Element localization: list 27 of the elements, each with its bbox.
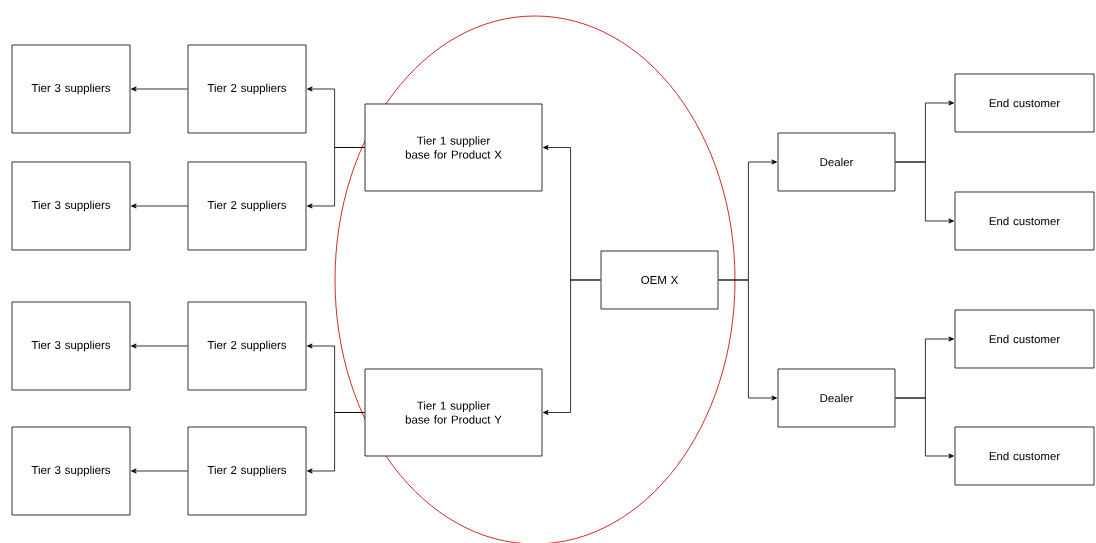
arrow xyxy=(718,279,777,401)
arrow xyxy=(895,397,954,459)
process-box: Tier 2 suppliers xyxy=(187,426,307,516)
process-box: Dealer xyxy=(777,132,896,192)
process-box: OEM X xyxy=(600,250,719,310)
arrow xyxy=(131,86,188,92)
process-box: Dealer xyxy=(777,368,896,428)
arrow xyxy=(131,203,188,209)
process-box: Tier 2 suppliers xyxy=(187,44,307,134)
process-box: Tier 3 suppliers xyxy=(11,301,131,391)
process-box: End customer xyxy=(954,309,1095,369)
arrow xyxy=(307,412,365,474)
process-box: Tier 2 suppliers xyxy=(187,161,307,251)
process-box: End customer xyxy=(954,191,1095,251)
process-box: End customer xyxy=(954,73,1095,133)
process-box: Tier 3 suppliers xyxy=(11,426,131,516)
process-box: Tier 1 supplier base for Product X xyxy=(364,103,543,192)
arrow xyxy=(895,161,954,224)
process-box: Tier 3 suppliers xyxy=(11,44,131,134)
process-box: Tier 3 suppliers xyxy=(11,161,131,251)
arrow xyxy=(131,468,188,474)
arrow xyxy=(307,147,365,209)
arrow xyxy=(131,343,188,349)
arrow xyxy=(543,279,601,415)
process-box: Tier 1 supplier base for Product Y xyxy=(364,368,543,457)
process-box: Tier 2 suppliers xyxy=(187,301,307,391)
process-box: End customer xyxy=(954,426,1095,486)
